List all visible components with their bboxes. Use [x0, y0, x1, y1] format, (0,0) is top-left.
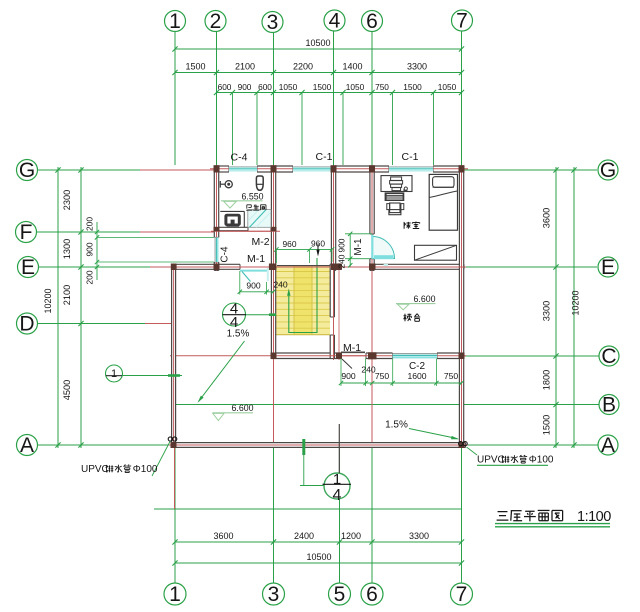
svg-text:7: 7 [456, 583, 468, 606]
svg-text:3: 3 [267, 11, 279, 34]
svg-text:10500: 10500 [305, 38, 330, 48]
svg-text:4: 4 [329, 10, 341, 33]
svg-text:600: 600 [258, 82, 272, 92]
svg-text:4: 4 [230, 314, 238, 331]
svg-text:C-4: C-4 [231, 152, 248, 164]
svg-text:6.550: 6.550 [241, 191, 263, 201]
svg-text:1800: 1800 [542, 370, 552, 390]
svg-text:F: F [20, 221, 33, 244]
svg-text:UPVC: UPVC [477, 455, 505, 466]
svg-text:C: C [601, 345, 616, 368]
svg-text:C-1: C-1 [402, 151, 419, 163]
svg-text:3: 3 [268, 583, 280, 606]
svg-text:E: E [601, 256, 615, 279]
svg-text:C-2: C-2 [409, 361, 426, 372]
svg-text:1500: 1500 [185, 62, 205, 72]
svg-text:2100: 2100 [235, 62, 255, 72]
svg-text:6: 6 [366, 583, 378, 606]
svg-text:D: D [19, 313, 34, 336]
svg-text:750: 750 [375, 82, 389, 92]
svg-text:1600: 1600 [407, 371, 426, 381]
svg-text:200: 200 [85, 217, 95, 231]
svg-text:Φ100: Φ100 [133, 464, 158, 475]
svg-text:1500: 1500 [403, 82, 422, 92]
svg-text:6: 6 [366, 10, 378, 33]
svg-text:B: B [602, 394, 616, 417]
svg-text:Φ100: Φ100 [529, 455, 554, 466]
svg-text:240: 240 [336, 254, 346, 268]
svg-text:750: 750 [375, 371, 390, 381]
svg-text:600: 600 [218, 82, 232, 92]
svg-text:900: 900 [85, 242, 95, 256]
svg-text:1: 1 [111, 368, 117, 380]
svg-text:3600: 3600 [213, 531, 233, 541]
svg-text:1.5%: 1.5% [227, 329, 250, 340]
svg-text:3300: 3300 [542, 301, 552, 321]
svg-text:3300: 3300 [409, 531, 429, 541]
svg-text:1:100: 1:100 [577, 509, 611, 525]
svg-text:240: 240 [361, 365, 376, 375]
svg-text:900: 900 [336, 238, 346, 252]
svg-text:900: 900 [238, 82, 252, 92]
svg-text:1: 1 [169, 583, 181, 606]
svg-text:2: 2 [210, 10, 222, 33]
svg-text:960: 960 [283, 239, 297, 249]
svg-text:C-1: C-1 [316, 151, 333, 163]
svg-text:5: 5 [334, 583, 346, 606]
svg-text:3600: 3600 [542, 208, 552, 228]
svg-text:10200: 10200 [43, 288, 53, 313]
svg-text:2400: 2400 [294, 531, 314, 541]
svg-text:UPVC: UPVC [81, 464, 109, 475]
svg-text:M-1: M-1 [247, 253, 265, 265]
svg-text:G: G [19, 159, 35, 182]
svg-text:M-1: M-1 [353, 238, 364, 256]
svg-text:G: G [600, 159, 616, 182]
svg-text:1: 1 [169, 10, 181, 33]
svg-text:A: A [601, 434, 615, 457]
svg-text:4: 4 [333, 487, 342, 504]
svg-text:M-2: M-2 [251, 236, 269, 248]
svg-text:1400: 1400 [342, 62, 362, 72]
svg-text:2200: 2200 [293, 62, 313, 72]
svg-text:1.5%: 1.5% [385, 420, 408, 431]
svg-text:240: 240 [273, 280, 288, 290]
svg-text:1050: 1050 [346, 82, 365, 92]
svg-text:C-4: C-4 [220, 246, 231, 263]
svg-text:A: A [20, 434, 34, 457]
svg-text:750: 750 [444, 371, 459, 381]
svg-text:900: 900 [246, 281, 261, 291]
svg-text:E: E [21, 256, 35, 279]
svg-text:3300: 3300 [407, 62, 427, 72]
svg-text:6.600: 6.600 [231, 403, 253, 413]
svg-text:2300: 2300 [62, 190, 72, 210]
svg-text:1050: 1050 [438, 82, 457, 92]
svg-text:4: 4 [230, 301, 238, 318]
svg-text:10200: 10200 [571, 290, 581, 315]
svg-text:1200: 1200 [341, 531, 361, 541]
svg-text:M-1: M-1 [343, 342, 361, 354]
svg-text:1050: 1050 [279, 82, 298, 92]
svg-text:7: 7 [456, 10, 468, 33]
svg-text:4500: 4500 [62, 380, 72, 400]
svg-text:1300: 1300 [62, 239, 72, 259]
svg-text:1500: 1500 [313, 82, 332, 92]
svg-text:6.600: 6.600 [413, 294, 435, 304]
svg-text:960: 960 [311, 239, 325, 249]
svg-text:200: 200 [85, 270, 95, 284]
svg-text:900: 900 [341, 371, 356, 381]
svg-text:10500: 10500 [306, 552, 331, 562]
svg-text:1500: 1500 [542, 415, 552, 435]
svg-text:2100: 2100 [62, 285, 72, 305]
svg-text:1: 1 [333, 471, 341, 488]
